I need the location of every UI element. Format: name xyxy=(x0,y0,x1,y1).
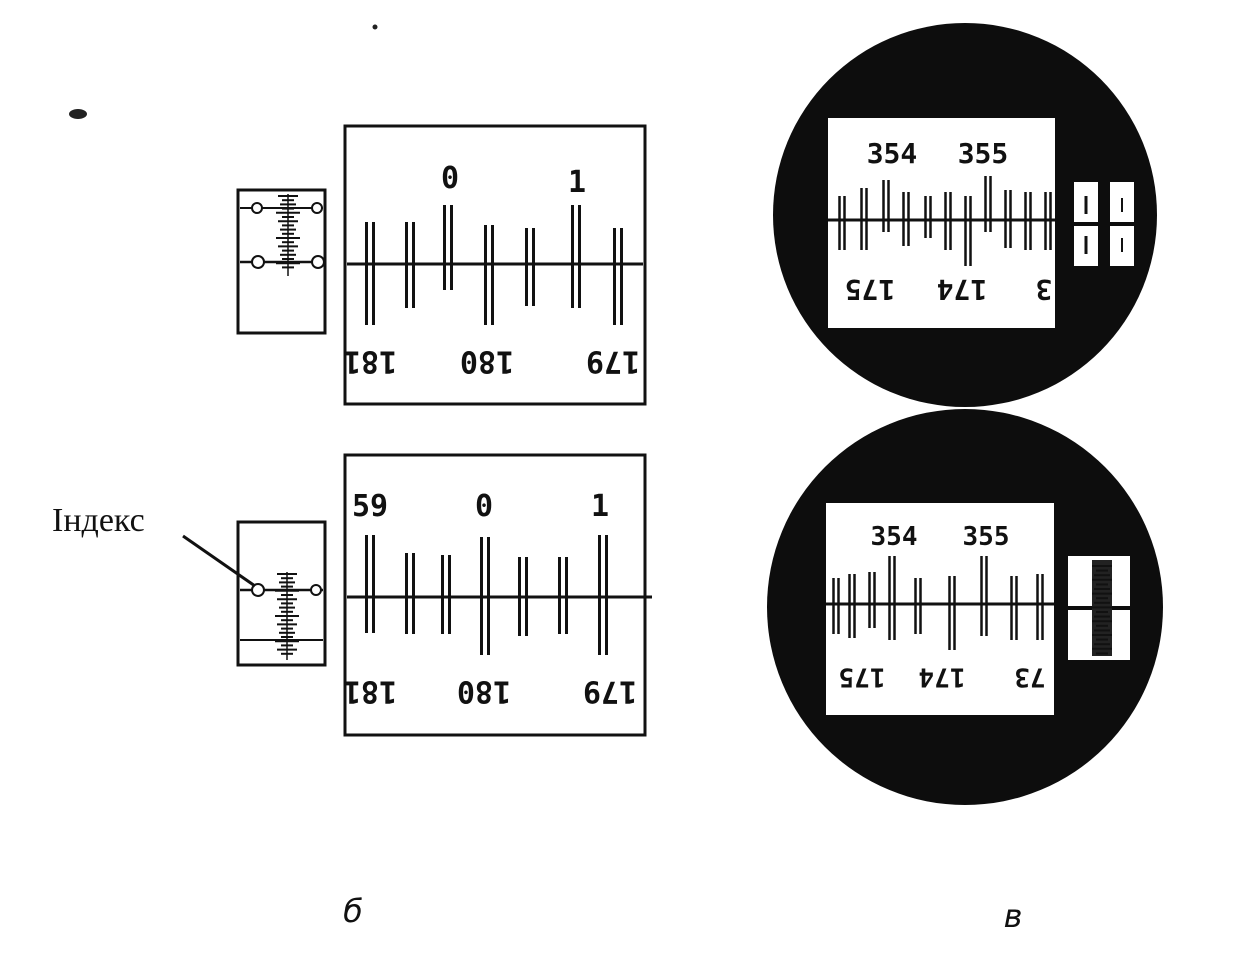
scale-number-inverted: 180 xyxy=(457,674,511,709)
scale-number: 1 xyxy=(568,165,586,200)
index-label: Індекс xyxy=(52,502,145,539)
scale-number-inverted: 181 xyxy=(343,344,397,379)
scale-number: 0 xyxy=(441,161,459,196)
micrometer-window-bottom xyxy=(236,520,327,667)
scale-window-b-top: 0 1 181 180 179 xyxy=(343,124,647,406)
scale-number-inverted: 175 xyxy=(845,273,896,306)
print-speck xyxy=(69,109,87,119)
micrometer-window-top xyxy=(236,188,327,335)
scale-number: 59 xyxy=(352,489,388,524)
scale-number: 354 xyxy=(867,137,918,170)
scale-number-inverted: 181 xyxy=(343,674,397,709)
print-speck xyxy=(372,24,378,30)
caption-v: в xyxy=(1004,897,1023,935)
scale-number: 355 xyxy=(963,522,1010,552)
scale-number: 1 xyxy=(591,489,609,524)
scale-number-inverted: 179 xyxy=(583,674,637,709)
scale-number-inverted: 3 xyxy=(1036,273,1053,306)
scale-number-inverted: 73 xyxy=(1014,662,1045,692)
scale-number: 354 xyxy=(871,522,918,552)
scale-number-inverted: 175 xyxy=(839,662,886,692)
scale-number-inverted: 174 xyxy=(937,273,988,306)
caption-b: б xyxy=(343,892,363,930)
eyepiece-view-top: 354 355 175 174 3 xyxy=(773,23,1157,407)
scale-window-b-bottom: 59 0 1 181 180 179 xyxy=(343,453,652,737)
eyepiece-view-bottom: 354 355 175 174 73 xyxy=(767,409,1163,805)
scale-number: 355 xyxy=(958,137,1009,170)
scale-number: 0 xyxy=(475,489,493,524)
scale-number-inverted: 180 xyxy=(460,344,514,379)
index-annotation: Індекс xyxy=(52,502,256,588)
scale-number-inverted: 179 xyxy=(586,344,640,379)
scale-number-inverted: 174 xyxy=(919,662,966,692)
